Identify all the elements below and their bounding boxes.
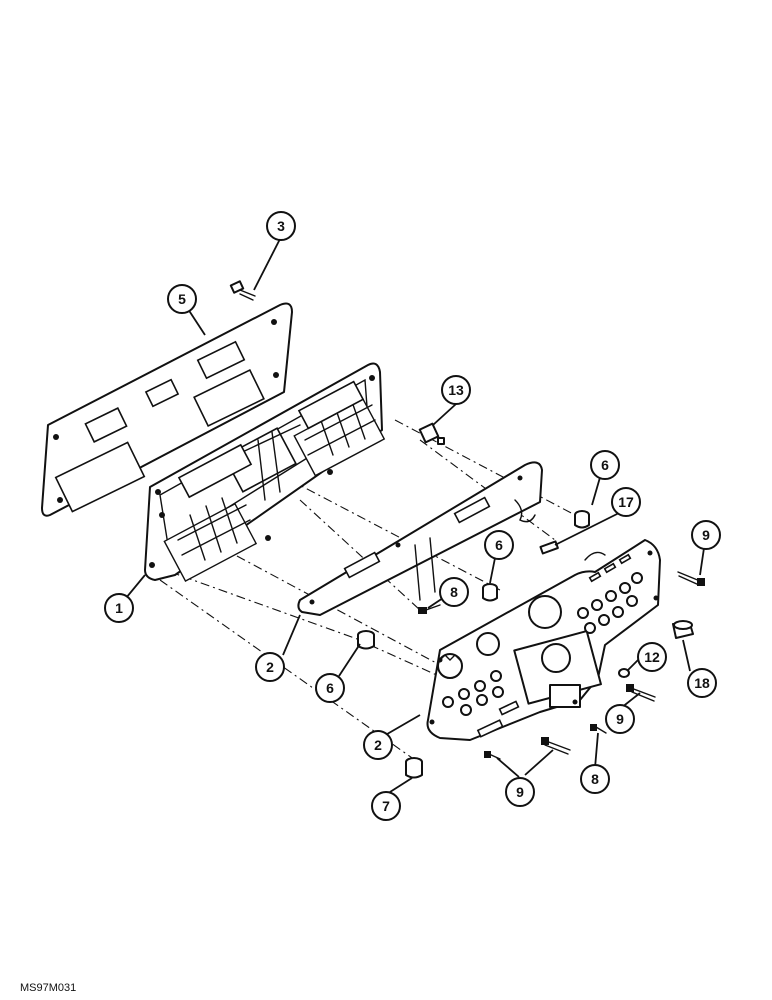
callout-2: 2: [363, 730, 393, 760]
callout-13: 13: [441, 375, 471, 405]
gasket-plate: [41, 302, 293, 517]
svg-text:5: 5: [178, 291, 186, 307]
callout-5: 5: [167, 284, 197, 314]
nut-12: [618, 668, 630, 678]
bolt-3: [229, 280, 256, 301]
callout-8: 8: [439, 577, 469, 607]
svg-text:8: 8: [591, 771, 599, 787]
callout-3: 3: [266, 211, 296, 241]
svg-text:12: 12: [644, 649, 660, 665]
callout-leaders: [125, 236, 705, 793]
callout-9: 9: [605, 704, 635, 734]
callout-6: 6: [484, 530, 514, 560]
cap-18: [672, 620, 694, 639]
housing: [144, 362, 386, 583]
svg-text:8: 8: [450, 584, 458, 600]
callout-18: 18: [687, 668, 717, 698]
spacer-6b: [482, 583, 498, 602]
callout-2: 2: [255, 652, 285, 682]
svg-text:9: 9: [516, 784, 524, 800]
screw-8b: [590, 724, 607, 734]
svg-text:2: 2: [374, 737, 382, 753]
screw-9c: [541, 737, 571, 755]
screw-9a: [677, 571, 705, 586]
svg-text:13: 13: [448, 382, 464, 398]
connector-13: [418, 422, 445, 445]
callouts: 1 2 2 3 5 6 6 6 7 8 8 9 9 9 12 13 17 18: [104, 211, 721, 821]
callout-1: 1: [104, 593, 134, 623]
svg-text:2: 2: [266, 659, 274, 675]
instrument-cluster-board: [426, 539, 661, 741]
callout-9: 9: [691, 520, 721, 550]
callout-8: 8: [580, 764, 610, 794]
callout-6: 6: [590, 450, 620, 480]
svg-text:6: 6: [495, 537, 503, 553]
svg-text:17: 17: [618, 494, 634, 510]
svg-text:3: 3: [277, 218, 285, 234]
svg-text:6: 6: [601, 457, 609, 473]
callout-6: 6: [315, 673, 345, 703]
figure-reference: MS97M031: [20, 982, 76, 994]
callout-7: 7: [371, 791, 401, 821]
spacer-7: [405, 757, 423, 779]
svg-text:7: 7: [382, 798, 390, 814]
spacer-6a: [574, 510, 590, 529]
pin-17: [539, 540, 559, 555]
screw-8a: [418, 604, 441, 614]
assembly-lines: [159, 419, 576, 761]
callout-9: 9: [505, 777, 535, 807]
circuit-board: [297, 461, 543, 616]
callout-12: 12: [637, 642, 667, 672]
svg-text:9: 9: [702, 527, 710, 543]
svg-text:9: 9: [616, 711, 624, 727]
screw-9b: [626, 684, 656, 702]
spacer-6c: [357, 630, 375, 650]
callout-17: 17: [611, 487, 641, 517]
svg-text:6: 6: [326, 680, 334, 696]
svg-text:1: 1: [115, 600, 123, 616]
svg-text:18: 18: [694, 675, 710, 691]
